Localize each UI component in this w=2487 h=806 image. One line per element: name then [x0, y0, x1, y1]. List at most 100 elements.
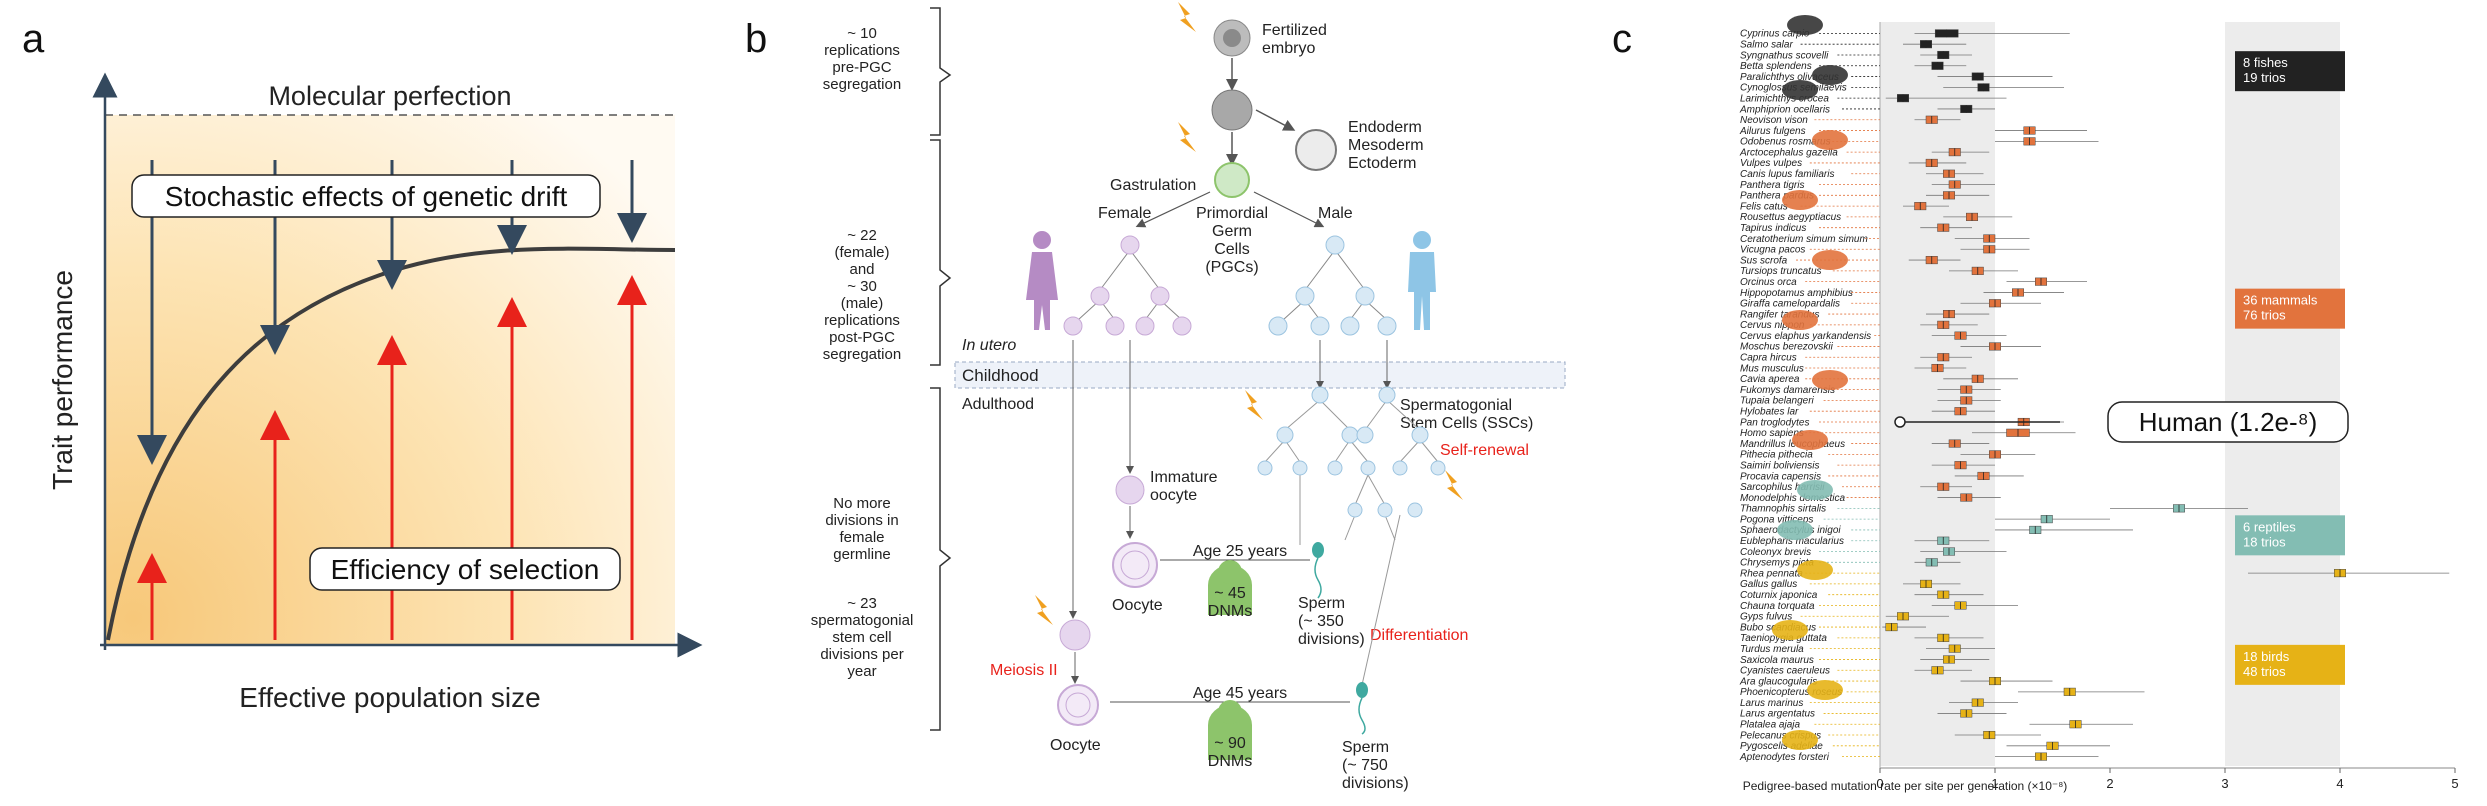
species-name: Rousettus aegyptiacus: [1740, 212, 1841, 223]
perfection-label: Molecular perfection: [268, 81, 511, 111]
sperm-350-icon: [1312, 542, 1324, 599]
species-name: Neovison vison: [1740, 115, 1808, 126]
species-row: Panthera pardus: [1740, 191, 1990, 202]
species-name: Cyanistes caeruleus: [1740, 666, 1830, 677]
panel-a-letter: a: [22, 17, 45, 61]
animal-silhouette-icon: [1787, 15, 1823, 35]
animal-silhouette-icon: [1782, 190, 1818, 210]
animal-silhouette-icon: [1807, 680, 1843, 700]
male-figure-icon: [1408, 231, 1436, 330]
species-name: Pithecia pithecia: [1740, 450, 1813, 461]
species-name: Amphiprion ocellaris: [1739, 104, 1830, 115]
species-name: Odobenus rosmarus: [1740, 137, 1831, 148]
fitness-curve: [106, 246, 676, 641]
female-figure-icon: [1026, 231, 1058, 330]
animal-silhouette-icon: [1777, 520, 1813, 540]
species-name: Gyps fulvus: [1740, 612, 1792, 623]
in-utero-label: In utero: [962, 337, 1016, 354]
oocyte-label: Oocyte: [1112, 597, 1163, 614]
panel-c-x-label: Pedigree-based mutation rate per site pe…: [1743, 779, 2068, 793]
species-row: Cyprinus carpio: [1740, 29, 2070, 40]
species-name: Chauna torquata: [1740, 601, 1815, 612]
species-name: Panthera pardus: [1740, 191, 1814, 202]
species-row: Arctocephalus gazella: [1739, 147, 1990, 158]
species-name: Cavia aperea: [1740, 374, 1800, 385]
species-name: Eublepharis macularius: [1740, 536, 1844, 547]
animal-silhouette-icon: [1782, 310, 1818, 330]
species-name: Paralichthys olivaceus: [1740, 72, 1839, 83]
human-label-box: [2107, 401, 2349, 443]
species-row: Ara glaucogularis: [1739, 676, 2053, 687]
species-name: Hylobates lar: [1740, 406, 1799, 417]
species-name: Tursiops truncatus: [1740, 266, 1822, 277]
animal-silhouette-icon: [1812, 250, 1848, 270]
immature-oocyte-icon: [1115, 475, 1145, 505]
panel-c-letter: c: [1612, 17, 1632, 61]
pgc-cluster-icon: [1214, 162, 1250, 198]
species-row: Hylobates lar: [1740, 406, 1995, 417]
species-row: Canis lupus familiaris: [1740, 169, 1984, 180]
species-name: Coleonyx brevis: [1740, 547, 1811, 558]
species-name: Procavia capensis: [1740, 471, 1821, 482]
species-name: Larus argentatus: [1740, 709, 1815, 720]
species-name: Moschus berezovskii: [1740, 342, 1834, 353]
selection-label-box: [309, 547, 621, 591]
age-25-label: Age 25 years: [1193, 543, 1287, 560]
species-row: Eublepharis macularius: [1740, 536, 1990, 547]
x-tick-label: 5: [2451, 776, 2458, 791]
adulthood-label: Adulthood: [962, 396, 1034, 413]
species-row: Orcinus orca: [1740, 277, 2087, 288]
species-row: Pogona vitticeps: [1740, 514, 2110, 525]
lightning-icon: [1035, 595, 1053, 625]
species-row: Mus musculus: [1740, 363, 1967, 374]
species-row: Sarcophilus harrisii: [1740, 482, 1972, 493]
species-row: Ceratotherium simum simum: [1740, 234, 2030, 245]
species-name: Homo sapiens: [1740, 428, 1804, 439]
braces: [930, 7, 952, 731]
species-name: Salmo salar: [1740, 39, 1793, 50]
animal-silhouette-icon: [1782, 730, 1818, 750]
species-row: Vulpes vulpes: [1740, 158, 1967, 169]
x-tick-label: 1: [1991, 776, 1998, 791]
species-name: Vulpes vulpes: [1740, 158, 1802, 169]
species-row: Cervus nippon: [1740, 320, 1978, 331]
species-row: Neovison vison: [1740, 115, 1961, 126]
lightning-icon: [1445, 470, 1463, 500]
species-name: Coturnix japonica: [1740, 590, 1818, 601]
species-row: Tapirus indicus: [1740, 223, 1972, 234]
species-row: Monodelphis domestica: [1740, 493, 2001, 504]
x-tick-label: 2: [2106, 776, 2113, 791]
species-name: Saxicola maurus: [1740, 655, 1814, 666]
animal-silhouette-icon: [1782, 80, 1818, 100]
species-row: Tursiops truncatus: [1740, 266, 2018, 277]
sperm-750-icon: [1356, 682, 1368, 735]
panel-b-letter: b: [745, 17, 767, 61]
x-tick-label: 0: [1876, 776, 1883, 791]
species-name: Arctocephalus gazella: [1739, 147, 1838, 158]
species-name: Ara glaucogularis: [1739, 676, 1817, 687]
species-row: Phoenicopterus roseus: [1740, 687, 2145, 698]
species-name: Rangifer tarandus: [1740, 309, 1820, 320]
species-row: Procavia capensis: [1740, 471, 2024, 482]
species-row: Pelecanus crispus: [1740, 730, 2041, 741]
species-name: Cervus elaphus yarkandensis: [1740, 331, 1871, 342]
lightning-icons: [1035, 2, 1463, 625]
species-name: Chrysemys picta: [1740, 558, 1814, 569]
